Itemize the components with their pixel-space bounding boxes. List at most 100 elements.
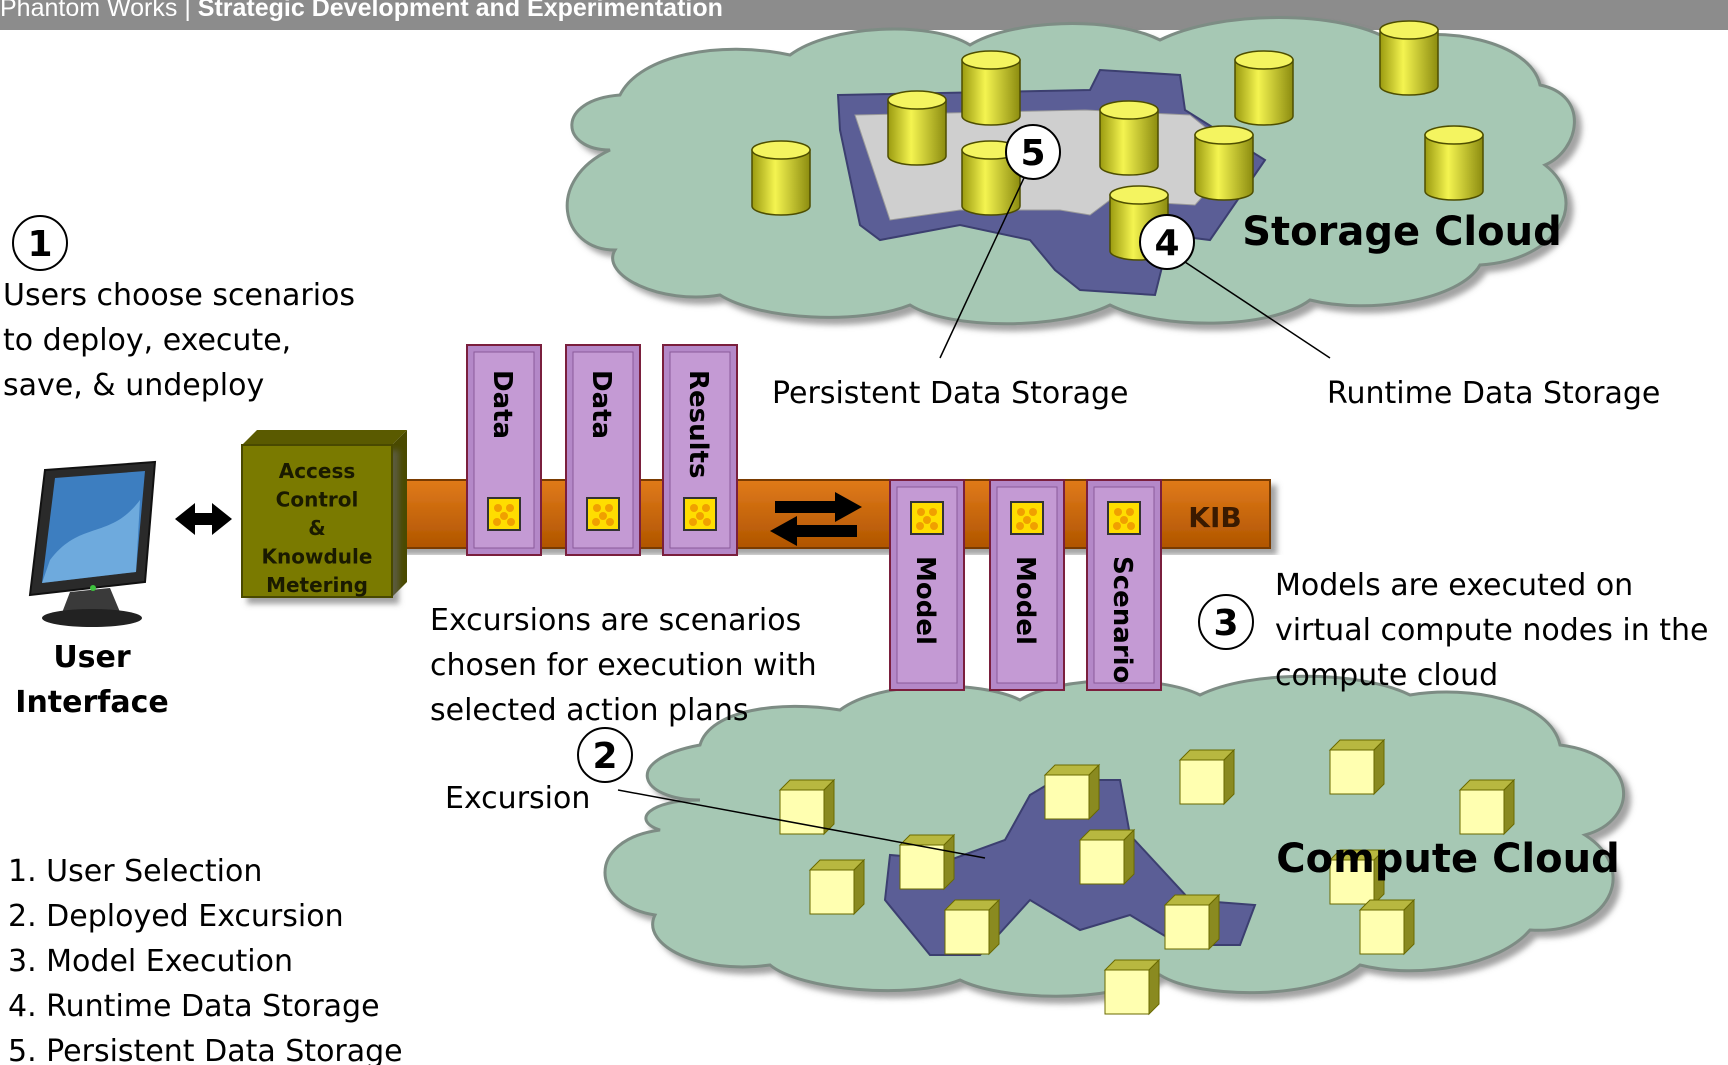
cube-side (1088, 763, 1100, 821)
chip-dot (599, 512, 607, 520)
user-interface-label-1: User (53, 640, 131, 675)
bottom-box-2 (989, 479, 1065, 691)
cube-front (1359, 909, 1405, 955)
monitor-power-light (90, 585, 96, 591)
compute-node-cube (1328, 738, 1386, 796)
legend-item-4: 4. Runtime Data Storage (8, 989, 380, 1024)
chip-dot (500, 512, 508, 520)
cylinder-top (961, 50, 1021, 70)
ui-double-arrow (175, 503, 232, 535)
callout-4-number: 4 (1154, 223, 1179, 264)
callout-1-circle (12, 215, 68, 271)
cylinder-top (1379, 20, 1439, 40)
cylinder-top (1109, 185, 1169, 205)
access-box-top (242, 430, 407, 445)
chip-dot (703, 518, 711, 526)
chip-dot (929, 508, 937, 516)
cube-side (1208, 893, 1220, 951)
chip-dot (605, 504, 613, 512)
arrow-right (775, 492, 862, 522)
bus-chip (683, 497, 717, 531)
storage-cylinder (961, 50, 1021, 126)
monitor-icon (28, 460, 157, 627)
legend-item-5: 5. Persistent Data Storage (8, 1034, 403, 1065)
cube-side (1373, 738, 1385, 796)
chip-dot (696, 512, 704, 520)
cylinder-body (1099, 109, 1159, 176)
top-box-label-3: Results (683, 370, 713, 478)
excursion-label: Excursion (445, 781, 590, 816)
top-box-label-1: Data (487, 370, 517, 439)
cube-front (1329, 859, 1375, 905)
storage-cylinder (1194, 125, 1254, 201)
cube-front (1079, 839, 1125, 885)
bottom-box-label-3: Scenario (1107, 556, 1137, 683)
cube-side (1403, 898, 1415, 956)
arrow-left (770, 516, 857, 546)
cube-side (1148, 958, 1160, 1016)
storage-cloud-label: Storage Cloud (1242, 209, 1561, 255)
header-separator: | (177, 0, 198, 22)
storage-cylinder (887, 90, 947, 166)
bottom-box-label-1: Model (910, 556, 940, 645)
callout-5-number: 5 (1020, 133, 1045, 174)
access-control-line-1: Access (279, 459, 356, 483)
storage-cylinders (751, 20, 1484, 261)
header-division: Strategic Development and Experimentatio… (197, 0, 723, 22)
compute-node-cube (1103, 958, 1161, 1016)
bottom-box-label-2: Model (1010, 556, 1040, 645)
users-choose-line-3: save, & undeploy (3, 368, 264, 403)
cube-side (1223, 748, 1235, 806)
compute-cubes (778, 738, 1516, 1016)
cylinder-body (1379, 29, 1439, 96)
access-control-line-5: Metering (266, 573, 368, 597)
access-box-side (392, 430, 407, 597)
cube-side (988, 898, 1000, 956)
callout-3-number: 3 (1213, 603, 1238, 644)
cube-side (823, 778, 835, 836)
compute-node-cube (943, 898, 1001, 956)
user-interface-label-2: Interface (15, 685, 168, 720)
models-line-2: virtual compute nodes in the (1275, 613, 1709, 648)
cylinder-body (887, 99, 947, 166)
callout-1-number: 1 (27, 224, 52, 265)
persistent-label: Persistent Data Storage (772, 376, 1128, 411)
compute-node-cube (1358, 898, 1416, 956)
bus-chip (586, 497, 620, 531)
access-control-line-4: Knowdule (262, 545, 373, 569)
cylinder-top (1234, 50, 1294, 70)
chip-dot (606, 518, 614, 526)
compute-node-cube (1043, 763, 1101, 821)
chip-dot (507, 518, 515, 526)
access-control-line-3: & (308, 516, 325, 540)
storage-cylinder (1379, 20, 1439, 96)
users-choose-line-1: Users choose scenarios (3, 278, 355, 313)
chip-dot (1017, 508, 1025, 516)
compute-node-cube (808, 858, 866, 916)
cylinder-top (1099, 100, 1159, 120)
callout-5-circle (1005, 124, 1061, 180)
callout-3: 3 (1198, 594, 1254, 650)
chip-dot (690, 504, 698, 512)
bus-chip (1107, 501, 1141, 535)
header-title: Phantom Works | Strategic Development an… (0, 0, 723, 21)
cube-front (1459, 789, 1505, 835)
legend-item-1: 1. User Selection (8, 854, 262, 889)
callout-2-number: 2 (592, 736, 617, 777)
cube-front (899, 844, 945, 890)
callout-1: 1 (12, 215, 68, 271)
access-box-front (241, 444, 393, 598)
bus-chip (910, 501, 944, 535)
cube-side (1503, 778, 1515, 836)
cube-side (1123, 828, 1135, 886)
chip-dot (689, 518, 697, 526)
chip-dot (1016, 522, 1024, 530)
chip-dot (494, 504, 502, 512)
chip-dot (593, 504, 601, 512)
callout-5: 5 (1005, 124, 1061, 180)
compute-node-cube (1078, 828, 1136, 886)
chip-dot (1113, 522, 1121, 530)
